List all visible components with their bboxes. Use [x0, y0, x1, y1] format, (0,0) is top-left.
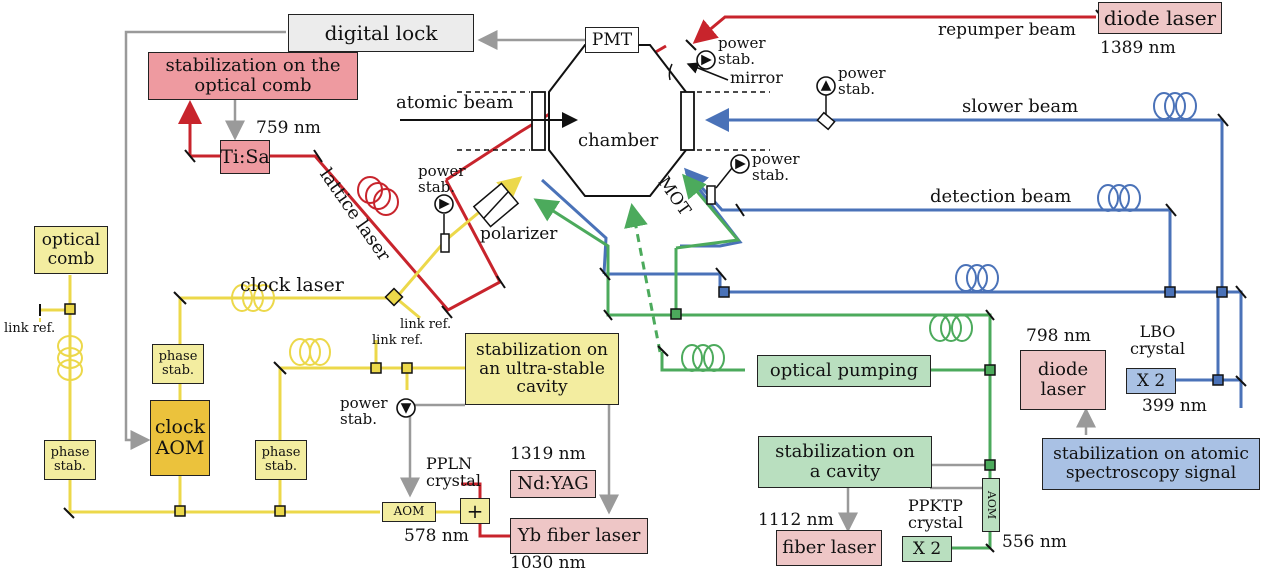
fiber-coil-detection — [1097, 184, 1141, 212]
fiber-coil-lattice — [357, 176, 399, 216]
link-ref-left-label: link ref. — [4, 321, 56, 336]
diode-laser-798-box: diode laser — [1020, 350, 1106, 410]
atomic-beam-label: atomic beam — [396, 92, 514, 113]
phase-stab-box-3: phase stab. — [255, 440, 307, 480]
ppktp-x2-box: X 2 — [902, 536, 952, 562]
fiber-coil-comb — [57, 335, 83, 381]
fiber-coil-slower — [1153, 92, 1197, 120]
fiber-coils — [57, 92, 1197, 381]
sum-frequency-box: + — [460, 498, 490, 524]
wavelength-1389-label: 1389 nm — [1100, 38, 1176, 58]
power-stab-clock-label: power stab. — [340, 394, 388, 428]
ppktp-crystal-label: PPKTP crystal — [908, 496, 963, 532]
wavelength-759-label: 759 nm — [256, 118, 321, 138]
fiber-laser-box: fiber laser — [776, 530, 882, 566]
fiber-coil-cavity — [289, 338, 331, 366]
clock-aom-box: clock AOM — [150, 400, 210, 476]
power-stab-mirror-label: power stab. — [718, 34, 766, 68]
optical-pumping-dashed-beam — [624, 203, 662, 353]
aom-578-box: AOM — [382, 502, 436, 522]
power-stab-element-slower — [816, 111, 836, 131]
aom-556-box: AOM — [982, 478, 1000, 532]
chamber-label: chamber — [578, 130, 659, 151]
phase-stab-box-1: phase stab. — [152, 344, 204, 384]
wavelength-1112-label: 1112 nm — [758, 510, 834, 530]
link-ref-b-label: link ref. — [372, 333, 424, 348]
power-stab-lattice-label: power stab. — [418, 162, 466, 196]
stabilization-cavity-green-box: stabilization on a cavity — [758, 436, 932, 488]
phase-stab-box-2: phase stab. — [44, 440, 96, 480]
diode-laser-1389-box: diode laser — [1098, 2, 1222, 34]
ppln-crystal-label: PPLN crystal — [426, 454, 481, 490]
wavelength-578-label: 578 nm — [404, 526, 469, 546]
mirrors — [39, 9, 1247, 553]
fiber-coil-mot — [955, 264, 999, 292]
stabilization-atomic-spectroscopy-box: stabilization on atomic spectroscopy sig… — [1042, 438, 1260, 490]
digital-lock-box: digital lock — [288, 14, 474, 52]
power-stab-element-detection — [706, 185, 716, 205]
yb-fiber-laser-box: Yb fiber laser — [510, 518, 648, 554]
ndyag-box: Nd:YAG — [510, 470, 596, 498]
stabilization-ultra-stable-cavity-box: stabilization on an ultra-stable cavity — [465, 333, 619, 405]
polarizer-label: polarizer — [480, 224, 558, 244]
mirror-pointer — [686, 62, 729, 81]
optical-pumping-box: optical pumping — [757, 355, 931, 387]
power-stab-detection-label: power stab. — [752, 150, 800, 184]
aom-556-label: AOM — [985, 490, 999, 520]
detection-beam-label: detection beam — [930, 186, 1072, 207]
vacuum-chamber — [548, 44, 687, 197]
optical-comb-box: optical comb — [34, 226, 108, 274]
signal-lines — [124, 30, 1096, 533]
fiber-coil-pumping — [681, 344, 725, 372]
wavelength-1030-label: 1030 nm — [510, 553, 586, 573]
chamber-window-right — [680, 91, 695, 151]
wavelength-399-label: 399 nm — [1142, 396, 1207, 416]
lbo-crystal-label: LBO crystal — [1130, 322, 1185, 358]
slower-beam-label: slower beam — [962, 96, 1079, 117]
link-ref-a-label: link ref. — [400, 317, 452, 332]
mirror-label: mirror — [730, 68, 783, 87]
beam-splitters — [64, 286, 1228, 517]
photodiodes — [396, 50, 836, 418]
power-stab-element-lattice — [440, 233, 450, 253]
clock-laser-label: clock laser — [240, 274, 344, 296]
fiber-coil-green — [929, 314, 973, 342]
stabilization-optical-comb-box: stabilization on the optical comb — [148, 52, 358, 100]
wavelength-1319-label: 1319 nm — [510, 444, 586, 464]
wavelength-798-label: 798 nm — [1026, 326, 1091, 346]
pmt-box: PMT — [585, 27, 639, 53]
polarizer-element — [472, 182, 520, 228]
wavelength-556-label: 556 nm — [1002, 532, 1067, 552]
power-stab-slower-label: power stab. — [838, 64, 886, 98]
tisa-box: Ti:Sa — [220, 140, 270, 174]
repumper-beam-label: repumper beam — [938, 20, 1076, 40]
fiber-coil-clock — [231, 284, 275, 312]
lbo-x2-box: X 2 — [1126, 368, 1176, 394]
